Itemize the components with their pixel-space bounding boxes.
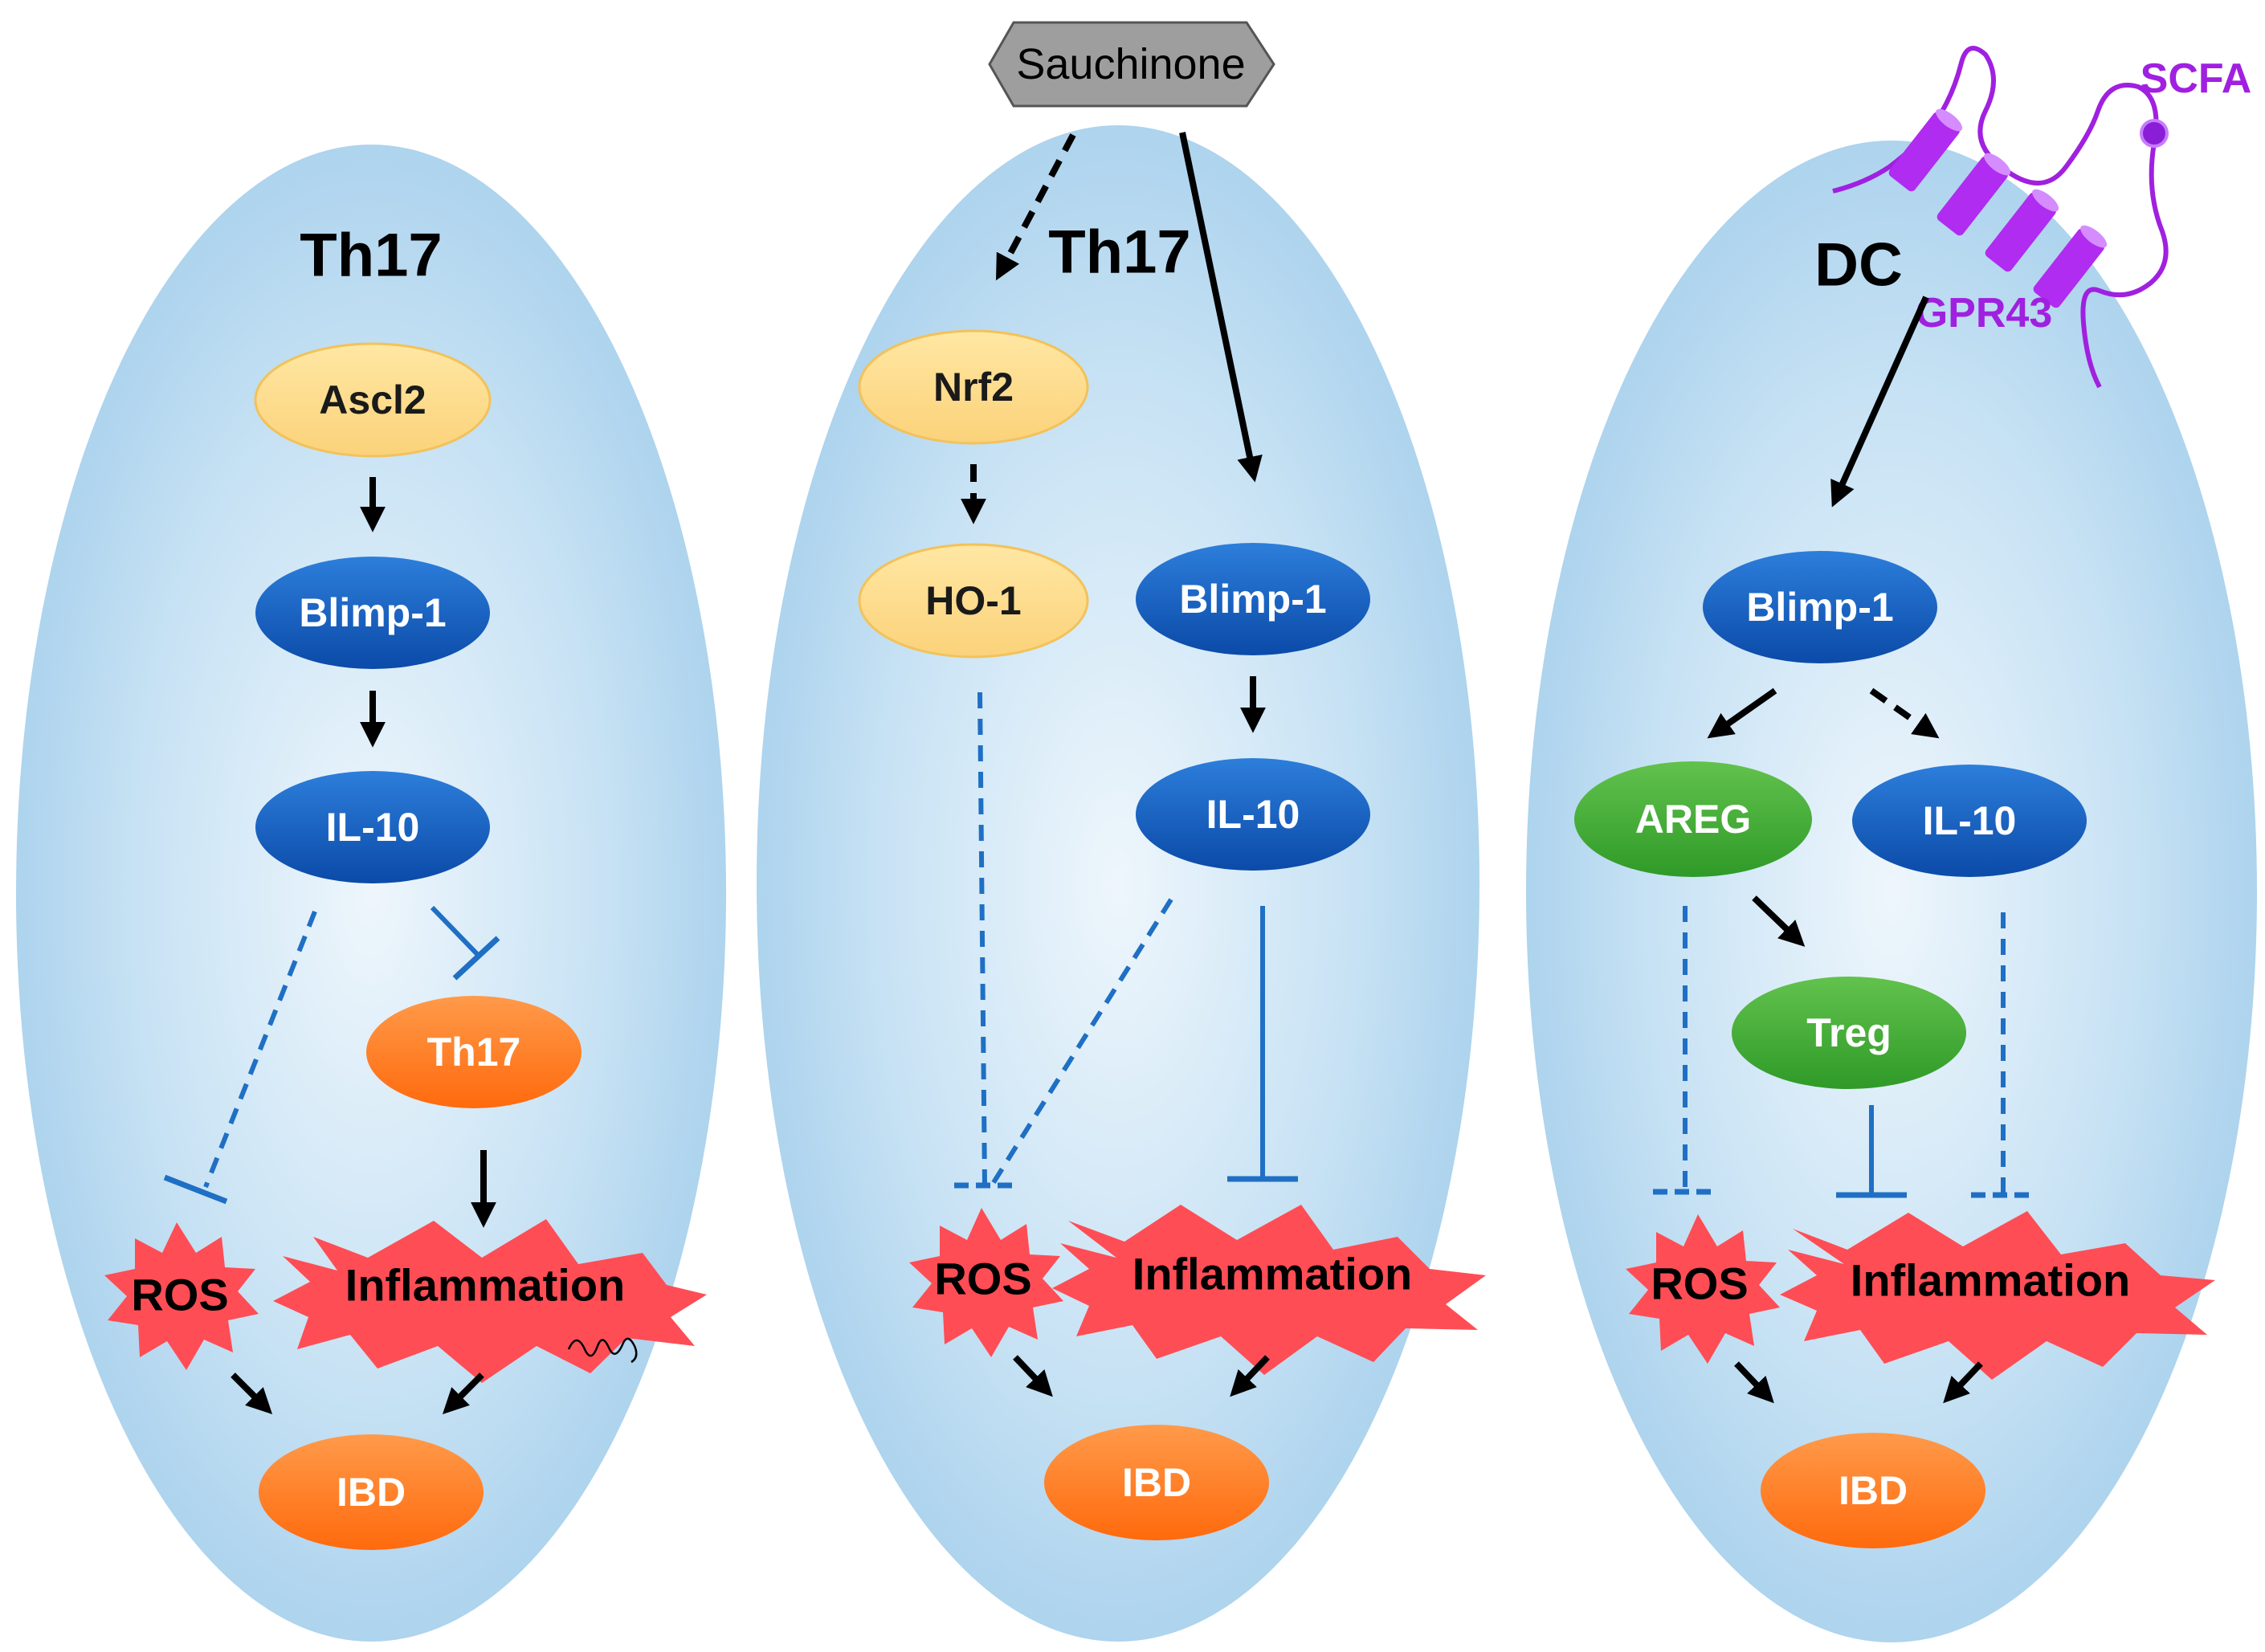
node-il10-left (255, 771, 490, 883)
burst-ros-right-label: ROS (1651, 1258, 1748, 1309)
arrow-ros-ibd-left (231, 1373, 273, 1415)
burst-inflammation-right (1780, 1211, 2215, 1380)
node-ibd-left (259, 1434, 484, 1550)
gpr43-receptor-icon (1832, 46, 2169, 389)
node-ibd-right (1761, 1433, 1985, 1548)
burst-inflammation-middle (1052, 1205, 1486, 1375)
sauchinone-label: Sauchinone (1016, 40, 1245, 88)
node-th17-effector-label: Th17 (427, 1030, 521, 1075)
arrow-sauchinone-nrf2 (996, 133, 1076, 281)
burst-ros-right (1626, 1214, 1780, 1364)
node-ho1 (858, 543, 1089, 659)
node-il10-middle (1136, 758, 1370, 871)
node-ho1-label: HO-1 (925, 578, 1021, 623)
burst-ros-left (104, 1222, 259, 1370)
arrow-areg-treg (1752, 895, 1806, 947)
node-areg-label: AREG (1635, 797, 1751, 842)
node-blimp1-right (1703, 551, 1937, 663)
cell-title-dc: DC (1814, 231, 1903, 300)
inhibit-il10-ros-left (203, 910, 317, 1189)
arrow-gpr43-blimp1 (1830, 296, 1929, 508)
node-ibd-middle-label: IBD (1122, 1460, 1191, 1505)
arrow-blimp1-areg (1707, 687, 1777, 739)
burst-inflammation-left-label: Inflammation (345, 1260, 625, 1311)
node-il10-right-label: IL-10 (1923, 798, 2017, 843)
arrow-inflammation-ibd-middle (1230, 1355, 1270, 1397)
scfa-ligand-icon (2140, 119, 2169, 148)
node-blimp1-left-label: Blimp-1 (299, 590, 446, 635)
cell-ellipse-right (1526, 141, 2257, 1642)
node-areg (1574, 761, 1812, 877)
node-blimp1-left (255, 557, 490, 669)
cell-title-th17-middle: Th17 (1048, 218, 1190, 287)
inhibit-il10-th17 (430, 905, 481, 958)
inhibit-il10-ros-middle (990, 898, 1173, 1185)
gpr43-label: GPR43 (1916, 290, 2053, 337)
arrow-sauchinone-blimp1-mid (1179, 132, 1263, 483)
arrow-ros-ibd-middle (1013, 1355, 1053, 1397)
arrow-blimp1-il10-right (1869, 687, 1940, 739)
node-ibd-middle (1044, 1425, 1269, 1540)
node-ascl2 (254, 342, 492, 458)
inhibit-il10-ros-left-bar (163, 1174, 228, 1205)
burst-inflammation-middle-label: Inflammation (1132, 1249, 1412, 1299)
sauchinone-hexagon (988, 21, 1275, 108)
node-il10-middle-label: IL-10 (1206, 792, 1300, 837)
cell-title-th17-left: Th17 (300, 222, 442, 290)
arrow-inflammation-ibd-right (1943, 1361, 1983, 1404)
node-ibd-right-label: IBD (1839, 1468, 1908, 1513)
burst-ros-middle-label: ROS (934, 1254, 1031, 1304)
node-blimp1-middle-label: Blimp-1 (1179, 577, 1326, 622)
inhibit-il10-th17-bar (452, 936, 500, 981)
node-treg-label: Treg (1806, 1010, 1892, 1055)
cell-ellipse-middle (757, 125, 1479, 1642)
node-blimp1-right-label: Blimp-1 (1746, 585, 1893, 630)
burst-ros-middle (909, 1208, 1063, 1357)
signature-scribble (567, 1337, 638, 1364)
node-ibd-left-label: IBD (337, 1470, 406, 1515)
burst-inflammation-right-label: Inflammation (1851, 1255, 2130, 1306)
node-nrf2 (858, 329, 1089, 445)
scfa-label: SCFA (2141, 55, 2252, 102)
burst-ros-left-label: ROS (131, 1270, 228, 1320)
node-treg (1732, 977, 1966, 1089)
node-ascl2-label: Ascl2 (319, 377, 426, 422)
arrow-inflammation-ibd-left (442, 1373, 484, 1415)
node-il10-left-label: IL-10 (326, 805, 420, 850)
node-nrf2-label: Nrf2 (933, 365, 1014, 410)
node-th17-effector (366, 996, 582, 1108)
node-il10-right (1852, 765, 2087, 877)
node-blimp1-middle (1136, 543, 1370, 655)
arrow-ros-ibd-right (1734, 1361, 1774, 1404)
inhibit-ho1-ros (977, 691, 987, 1186)
